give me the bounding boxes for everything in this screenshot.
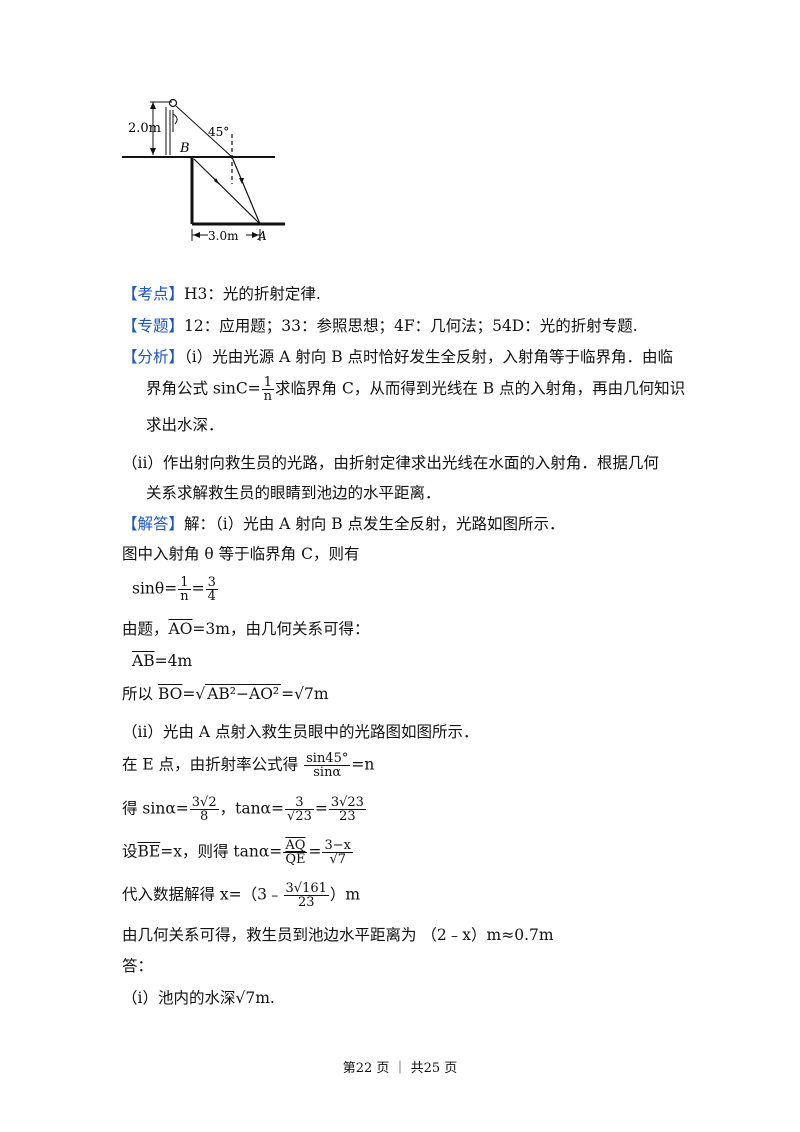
fenxi-text-1: （i）光由光源 A 射向 B 点时恰好发生全反射，入射角等于临界角．由临: [184, 348, 674, 366]
refraction-equation: 在 E 点，由折射率公式得 sin45°sinα=n: [122, 751, 375, 780]
jieda-line-14: （i）池内的水深√7m.: [122, 989, 275, 1007]
fenxi-line-1: 【分析】（i）光由光源 A 射向 B 点时恰好发生全反射，入射角等于临界角．由临: [122, 346, 673, 368]
fenxi-text-2a: 界角公式 sinC=: [146, 379, 261, 398]
jieda-line-4: 由题，AO=3m，由几何关系可得：: [122, 620, 370, 638]
height-label: 2.0m: [128, 121, 161, 136]
fenxi-line-4: （ii）作出射向救生员的光路，由折射定律求出光线在水面的入射角．根据几何: [122, 454, 659, 472]
jieda-line-1: 【解答】解：（i）光由 A 射向 B 点发生全反射，光路如图所示．: [122, 513, 565, 535]
fenxi-tag: 【分析】: [122, 348, 185, 366]
point-b-label: B: [179, 141, 190, 156]
jieda-tag: 【解答】: [122, 515, 185, 533]
kaodian-tag: 【考点】: [122, 285, 185, 303]
point-a-label: A: [257, 229, 267, 243]
fenxi-line-3: 求出水深．: [146, 416, 224, 434]
kaodian-text: H3：光的折射定律.: [184, 285, 321, 303]
fenxi-text-2b: 求临界角 C，从而得到光线在 B 点的入射角，再由几何知识: [275, 379, 686, 398]
ab-length: AB=4m: [132, 652, 193, 670]
sight-line: [175, 105, 233, 158]
kaodian-line: 【考点】H3：光的折射定律.: [122, 283, 321, 305]
zhuanti-tag: 【专题】: [122, 317, 185, 335]
lifeguard-eye: [168, 98, 178, 108]
zhuanti-line: 【专题】12：应用题；33：参照思想；4F：几何法；54D：光的折射专题.: [122, 315, 638, 337]
zhuanti-text: 12：应用题；33：参照思想；4F：几何法；54D：光的折射专题.: [184, 317, 638, 335]
jieda-line-13: 答：: [122, 957, 154, 975]
ray-a-to-b: [193, 158, 261, 225]
bo-equation: 所以 BO=√AB²−AO²=√7m: [122, 684, 329, 703]
jieda-line-12: 由几何关系可得，救生员到池边水平距离为 （2﹣x）m≈0.7m: [122, 926, 554, 944]
fenxi-line-5: 关系求解救生员的眼睛到池边的水平距离．: [146, 484, 441, 502]
page-footer: 第22 页 ｜ 共25 页: [342, 1061, 458, 1076]
angle-label: 45°: [208, 125, 229, 139]
pool-diagram: 2.0m 45° B A 3.0m: [122, 98, 285, 243]
ray-a-to-e: [231, 156, 261, 225]
jieda-line-7: （ii）光由 A 点射入救生员眼中的光路图如图所示．: [122, 723, 479, 741]
jieda-text-1: 解：（i）光由 A 射向 B 点发生全反射，光路如图所示．: [184, 515, 565, 533]
width-label: 3.0m: [208, 229, 239, 243]
jieda-line-2: 图中入射角 θ 等于临界角 C，则有: [122, 545, 360, 563]
